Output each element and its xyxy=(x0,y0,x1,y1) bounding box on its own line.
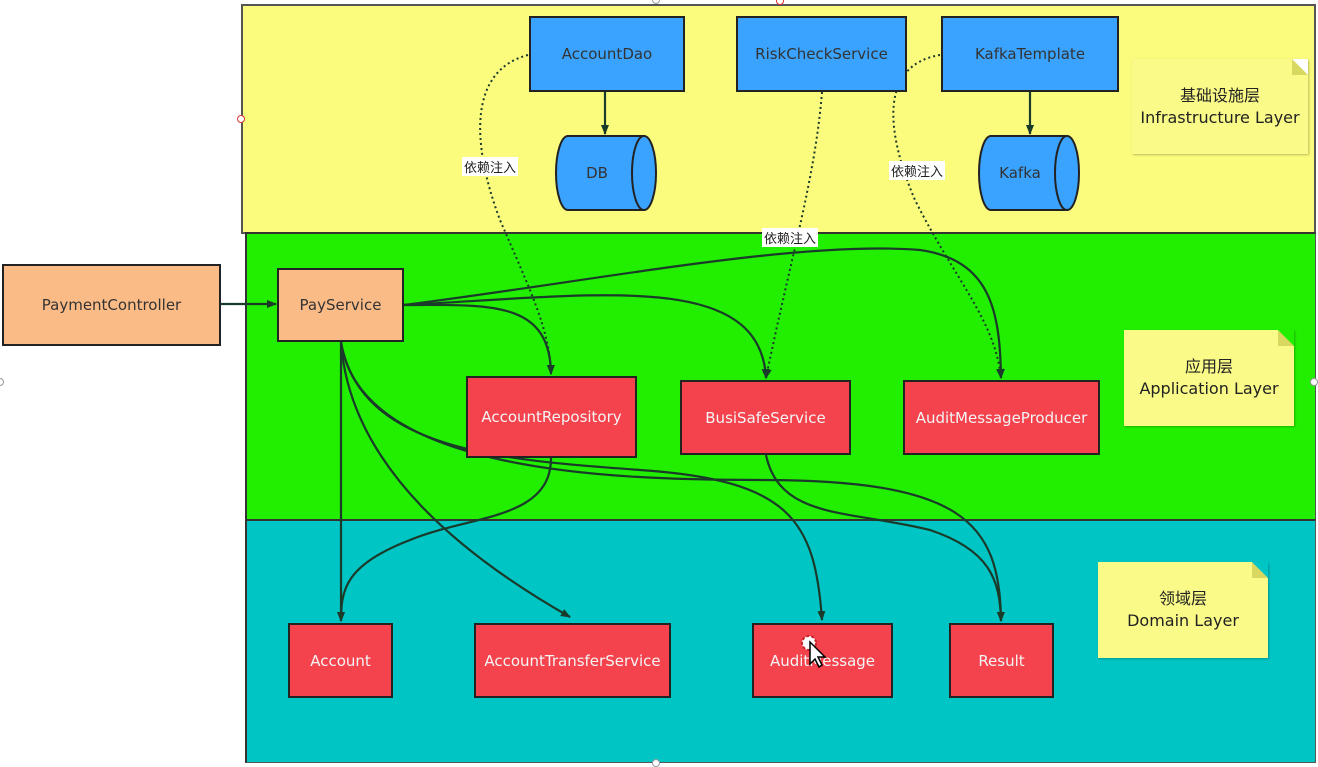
account-dao-label: AccountDao xyxy=(561,45,653,63)
account-label: Account xyxy=(310,651,371,670)
selection-handle-left-upper[interactable] xyxy=(237,115,245,123)
infrastructure-layer-label-cn: 基础设施层 xyxy=(1179,85,1260,105)
account-repository-label: AccountRepository xyxy=(481,408,622,426)
selection-handle-bottom[interactable] xyxy=(652,759,660,767)
domain-layer-note: 领域层 Domain Layer xyxy=(1098,562,1268,658)
pay-service-label: PayService xyxy=(299,296,382,314)
domain-layer-label-en: Domain Layer xyxy=(1127,611,1239,630)
payment-controller-node[interactable]: PaymentController xyxy=(2,264,221,346)
kafka-template-node[interactable]: KafkaTemplate xyxy=(941,16,1119,92)
selection-handle-left[interactable] xyxy=(0,378,4,386)
account-dao-node[interactable]: AccountDao xyxy=(529,16,685,92)
account-repository-node[interactable]: AccountRepository xyxy=(466,376,637,458)
application-layer-label-en: Application Layer xyxy=(1139,379,1279,398)
di-label-left: 依赖注入 xyxy=(462,157,519,176)
risk-check-service-label: RiskCheckService xyxy=(755,45,888,63)
account-transfer-service-label: AccountTransferService xyxy=(484,651,661,670)
kafka-template-label: KafkaTemplate xyxy=(974,45,1086,63)
pay-service-node[interactable]: PayService xyxy=(277,268,404,342)
account-transfer-service-node[interactable]: AccountTransferService xyxy=(474,623,671,698)
application-layer-label-cn: 应用层 xyxy=(1184,357,1233,377)
selection-handle-top-right[interactable] xyxy=(776,0,784,5)
infrastructure-layer-label-en: Infrastructure Layer xyxy=(1140,107,1300,127)
application-layer-note: 应用层 Application Layer xyxy=(1124,330,1294,426)
audit-message-node[interactable]: AuditMessage xyxy=(752,623,893,698)
result-label: Result xyxy=(978,651,1025,670)
busi-safe-service-node[interactable]: BusiSafeService xyxy=(680,380,851,455)
domain-layer-label-cn: 领域层 xyxy=(1158,589,1207,609)
audit-message-producer-node[interactable]: AuditMessageProducer xyxy=(903,380,1100,455)
di-label-middle: 依赖注入 xyxy=(762,228,819,247)
payment-controller-label: PaymentController xyxy=(41,296,182,314)
db-cylinder[interactable] xyxy=(554,134,660,214)
busi-safe-service-label: BusiSafeService xyxy=(705,408,826,427)
result-node[interactable]: Result xyxy=(949,623,1054,698)
kafka-label: Kafka xyxy=(999,164,1041,182)
selection-handle-right[interactable] xyxy=(1310,378,1318,386)
infrastructure-layer-note: 基础设施层 Infrastructure Layer xyxy=(1132,59,1308,154)
audit-message-label: AuditMessage xyxy=(769,651,876,670)
account-node[interactable]: Account xyxy=(288,623,393,698)
db-label: DB xyxy=(586,164,608,182)
kafka-cylinder[interactable] xyxy=(977,134,1083,214)
audit-message-producer-label: AuditMessageProducer xyxy=(915,408,1088,427)
mouse-cursor-icon xyxy=(801,635,827,669)
di-label-right: 依赖注入 xyxy=(889,161,946,180)
risk-check-service-node[interactable]: RiskCheckService xyxy=(736,16,907,92)
